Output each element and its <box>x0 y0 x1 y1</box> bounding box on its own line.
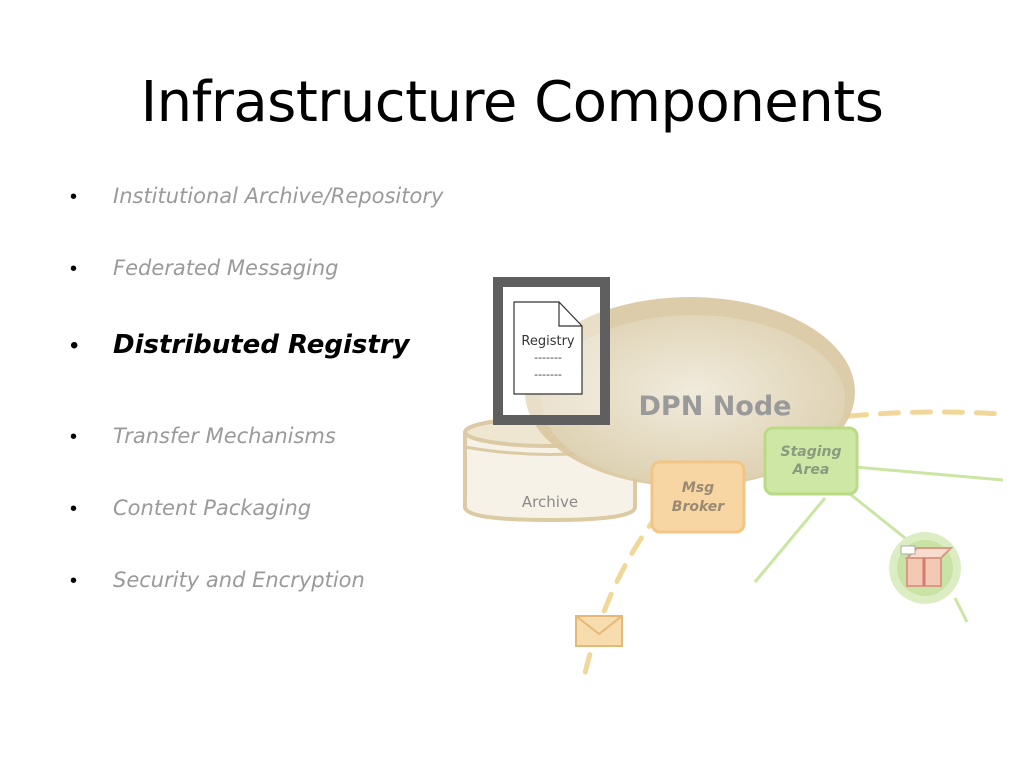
bullet-dot: • <box>70 426 78 448</box>
msg-broker-box: Msg Broker <box>650 460 746 534</box>
archive-label: Archive <box>522 493 578 511</box>
bullet-label: Content Packaging <box>113 496 312 520</box>
bullet-item-content-packaging: • Content Packaging <box>70 496 311 521</box>
bullet-label: Distributed Registry <box>113 330 410 360</box>
bullet-dot: • <box>70 570 78 592</box>
msg-broker-line2: Broker <box>672 499 726 515</box>
registry-dash-1: ------- <box>534 351 562 364</box>
orbit-arc-left <box>580 509 663 685</box>
bullet-label: Institutional Archive/Repository <box>113 184 444 208</box>
connector-line <box>849 492 911 544</box>
node-label: DPN Node <box>639 391 792 422</box>
slide-title: Infrastructure Components <box>140 70 884 135</box>
diagram-canvas: Archive DPN Node Msg Broker Staging Area <box>463 277 1004 685</box>
staging-line1: Staging <box>780 444 841 460</box>
bullet-dot: • <box>70 332 79 359</box>
bullet-item-distributed-registry: • Distributed Registry <box>70 330 410 360</box>
bullet-dot: • <box>70 258 78 280</box>
msg-broker-line1: Msg <box>682 480 714 496</box>
bullet-label: Transfer Mechanisms <box>113 424 336 448</box>
registry-label: Registry <box>521 334 575 349</box>
bullet-item-security-encryption: • Security and Encryption <box>70 568 365 593</box>
connector-line <box>953 597 969 623</box>
dpn-node-diagram: Archive DPN Node Msg Broker Staging Area <box>455 262 1015 702</box>
bullet-label: Federated Messaging <box>113 256 339 280</box>
registry-dash-2: ------- <box>534 368 562 381</box>
bullet-label: Security and Encryption <box>113 568 365 592</box>
bullet-item-federated-messaging: • Federated Messaging <box>70 256 339 281</box>
registry-document-icon: Registry ------- ------- <box>493 277 610 425</box>
orbit-arc-right <box>782 409 1003 427</box>
bullet-item-transfer-mechanisms: • Transfer Mechanisms <box>70 424 336 449</box>
staging-area-box: Staging Area <box>763 426 859 496</box>
bullet-dot: • <box>70 186 78 208</box>
bullet-dot: • <box>70 498 78 520</box>
bullet-item-institutional-archive: • Institutional Archive/Repository <box>70 184 443 209</box>
connector-line <box>753 497 827 583</box>
connector-line <box>854 465 1004 482</box>
staging-line2: Area <box>792 462 830 478</box>
package-icon <box>889 532 961 604</box>
envelope-icon <box>575 615 623 647</box>
